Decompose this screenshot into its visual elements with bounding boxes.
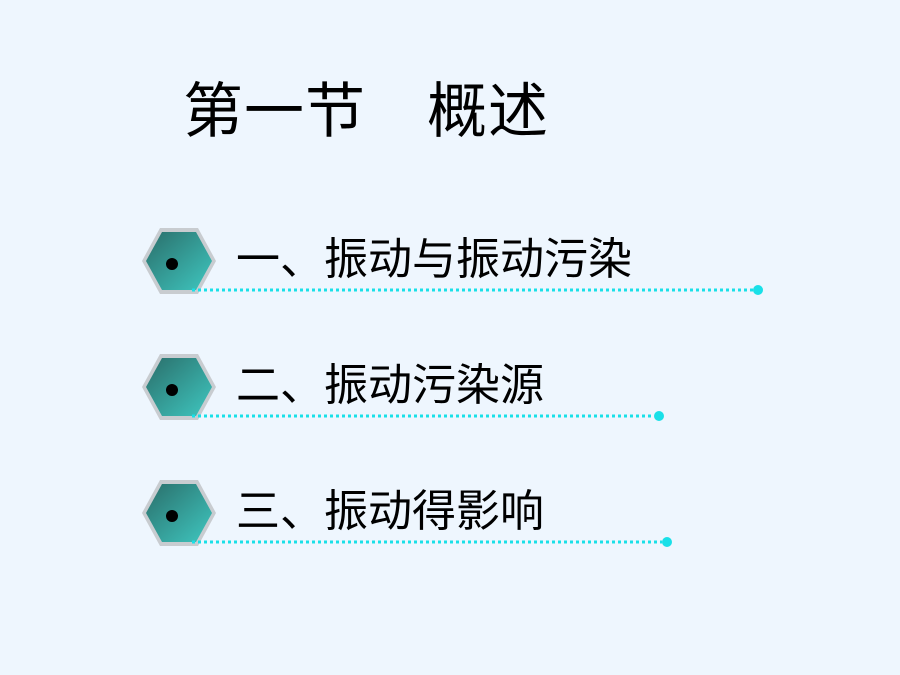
dotted-underline (192, 537, 672, 547)
item-label: 二、振动污染源 (236, 360, 544, 411)
bullet-hexagon-icon (142, 354, 216, 420)
list-item: 三、振动得影响 (0, 478, 900, 568)
list-item: 一、振动与振动污染 (0, 226, 900, 316)
dotted-underline (192, 285, 763, 295)
item-label: 一、振动与振动污染 (236, 234, 632, 285)
bullet-hexagon-icon (142, 228, 216, 294)
dotted-underline (192, 411, 664, 421)
list-item: 二、振动污染源 (0, 352, 900, 442)
bullet-hexagon-icon (142, 480, 216, 546)
slide-title: 第一节 概述 (183, 77, 549, 147)
item-label: 三、振动得影响 (236, 486, 544, 537)
